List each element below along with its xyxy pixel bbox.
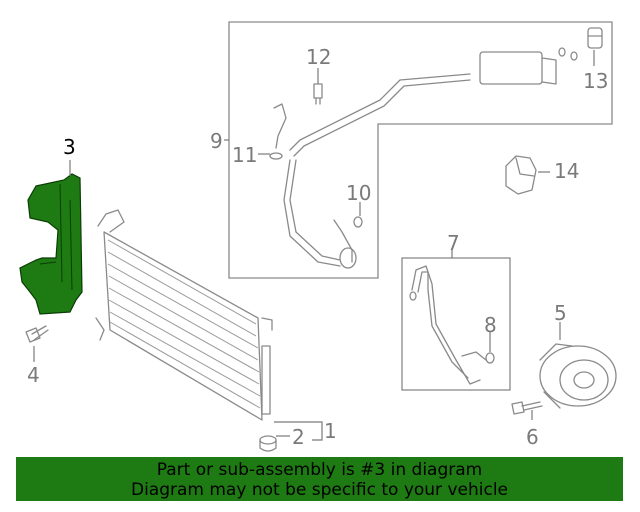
callout-13: 13: [583, 69, 608, 93]
callout-7: 7: [447, 231, 460, 255]
callout-8: 8: [484, 313, 497, 337]
condenser-part-1[interactable]: [95, 209, 273, 421]
compressor-part-5[interactable]: [539, 343, 617, 409]
cap-part-13[interactable]: [587, 27, 603, 49]
o-ring-part-10[interactable]: [353, 216, 363, 228]
callout-5: 5: [554, 301, 567, 325]
o-ring-icon: [570, 51, 578, 61]
banner-line-1: Part or sub-assembly is #3 in diagram: [156, 460, 483, 480]
callout-10: 10: [346, 181, 371, 205]
callout-3: 3: [63, 135, 76, 159]
callout-1: 1: [324, 419, 337, 443]
callout-4: 4: [27, 363, 40, 387]
hose-part-7[interactable]: [411, 265, 487, 385]
bracket-part-14[interactable]: [505, 155, 537, 195]
o-ring-part-8[interactable]: [485, 352, 495, 364]
ac-line-part-9[interactable]: [273, 51, 557, 269]
air-guide-part-3[interactable]: [19, 173, 83, 315]
callout-12: 12: [306, 45, 331, 69]
banner-line-2: Diagram may not be specific to your vehi…: [130, 480, 508, 500]
callout-9: 9: [210, 129, 223, 153]
callout-11: 11: [232, 143, 257, 167]
group-box-7: [401, 257, 511, 391]
leader-lines: [33, 50, 595, 441]
bolt-part-6[interactable]: [511, 401, 543, 415]
o-ring-icon: [409, 291, 417, 301]
o-ring-icon: [558, 47, 566, 57]
bolt-part-4[interactable]: [25, 325, 49, 343]
drier-cap-part-2[interactable]: [259, 435, 277, 452]
sensor-part-12[interactable]: [313, 83, 323, 105]
o-ring-part-11[interactable]: [269, 152, 283, 160]
info-banner: Part or sub-assembly is #3 in diagram Di…: [16, 457, 623, 501]
callout-6: 6: [526, 425, 539, 449]
callout-2: 2: [292, 425, 305, 449]
callout-14: 14: [554, 159, 579, 183]
group-box-9: [228, 21, 613, 279]
